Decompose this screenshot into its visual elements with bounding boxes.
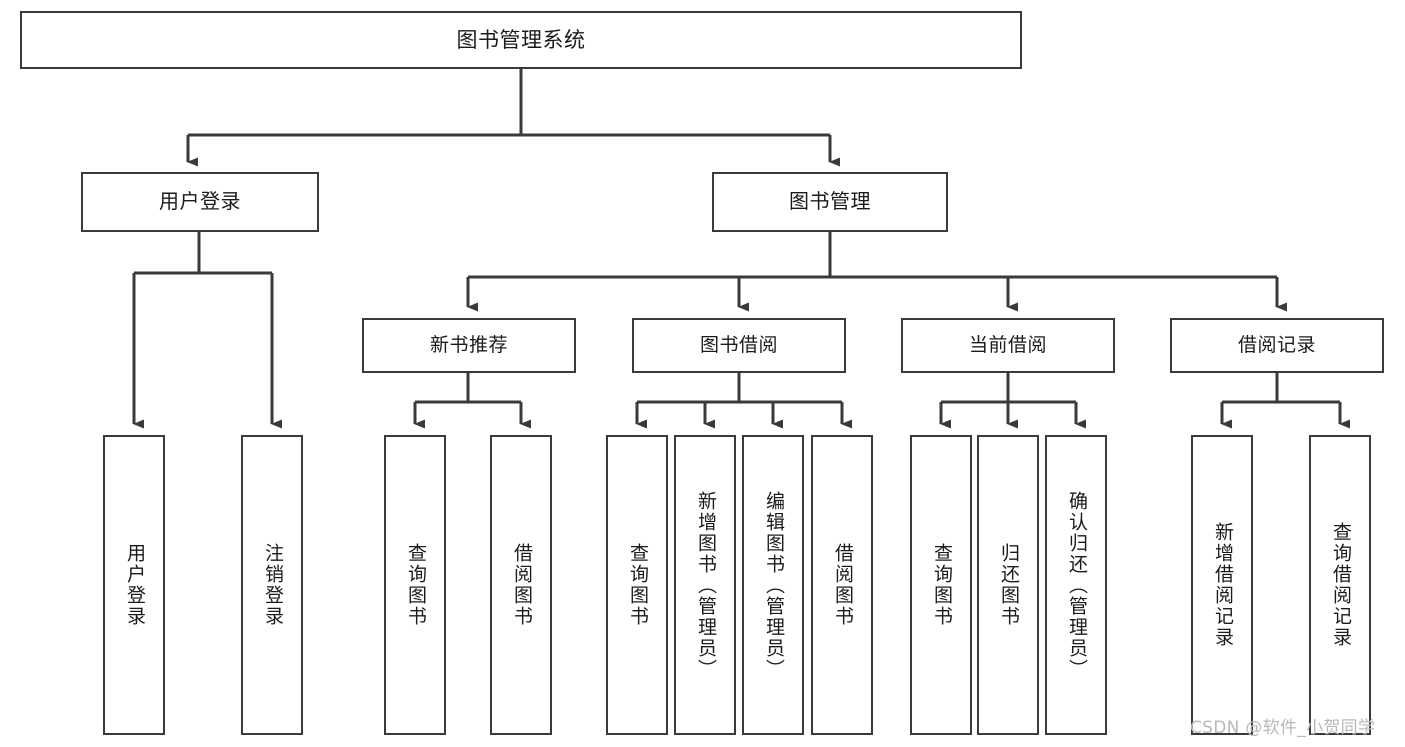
node-leaf-user-login-label: 用户登录 — [123, 543, 146, 627]
node-leaf-query-book-3-label: 查询图书 — [930, 543, 953, 627]
node-leaf-logout-login[interactable]: 注销登录 — [241, 435, 303, 735]
node-leaf-user-login[interactable]: 用户登录 — [103, 435, 165, 735]
node-leaf-edit-book[interactable]: 编辑图书（管理员） — [742, 435, 804, 735]
node-leaf-add-record-label: 新增借阅记录 — [1211, 522, 1234, 648]
node-leaf-confirm-return[interactable]: 确认归还（管理员） — [1045, 435, 1107, 735]
node-leaf-query-book-1-label: 查询图书 — [404, 543, 427, 627]
node-new-book-recommend[interactable]: 新书推荐 — [362, 318, 576, 373]
node-leaf-borrow-book-2[interactable]: 借阅图书 — [811, 435, 873, 735]
node-leaf-borrow-book-2-label: 借阅图书 — [831, 543, 854, 627]
node-borrow-record-label: 借阅记录 — [1237, 334, 1316, 357]
node-book-manage[interactable]: 图书管理 — [712, 172, 948, 232]
node-new-book-recommend-label: 新书推荐 — [429, 334, 508, 357]
node-leaf-query-book-3[interactable]: 查询图书 — [910, 435, 972, 735]
node-leaf-confirm-return-label: 确认归还（管理员） — [1065, 490, 1088, 680]
node-root-label: 图书管理系统 — [456, 27, 586, 52]
node-root[interactable]: 图书管理系统 — [20, 11, 1022, 69]
node-current-borrow[interactable]: 当前借阅 — [901, 318, 1115, 373]
node-leaf-edit-book-label: 编辑图书（管理员） — [762, 490, 785, 680]
node-leaf-add-book[interactable]: 新增图书（管理员） — [674, 435, 736, 735]
node-book-manage-label: 图书管理 — [789, 189, 871, 214]
node-book-borrow-label: 图书借阅 — [699, 334, 778, 357]
node-leaf-add-record[interactable]: 新增借阅记录 — [1191, 435, 1253, 735]
node-leaf-query-book-2-label: 查询图书 — [626, 543, 649, 627]
node-leaf-query-record[interactable]: 查询借阅记录 — [1309, 435, 1371, 735]
node-leaf-query-book-1[interactable]: 查询图书 — [384, 435, 446, 735]
node-book-borrow[interactable]: 图书借阅 — [632, 318, 846, 373]
node-leaf-borrow-book-1[interactable]: 借阅图书 — [490, 435, 552, 735]
node-current-borrow-label: 当前借阅 — [968, 334, 1047, 357]
node-leaf-query-book-2[interactable]: 查询图书 — [606, 435, 668, 735]
node-user-login[interactable]: 用户登录 — [81, 172, 319, 232]
node-leaf-logout-login-label: 注销登录 — [261, 543, 284, 627]
node-leaf-add-book-label: 新增图书（管理员） — [694, 490, 717, 680]
node-leaf-borrow-book-1-label: 借阅图书 — [510, 543, 533, 627]
node-user-login-label: 用户登录 — [159, 189, 241, 214]
node-borrow-record[interactable]: 借阅记录 — [1170, 318, 1384, 373]
node-leaf-query-record-label: 查询借阅记录 — [1329, 522, 1352, 648]
node-leaf-return-book[interactable]: 归还图书 — [977, 435, 1039, 735]
node-leaf-return-book-label: 归还图书 — [997, 543, 1020, 627]
